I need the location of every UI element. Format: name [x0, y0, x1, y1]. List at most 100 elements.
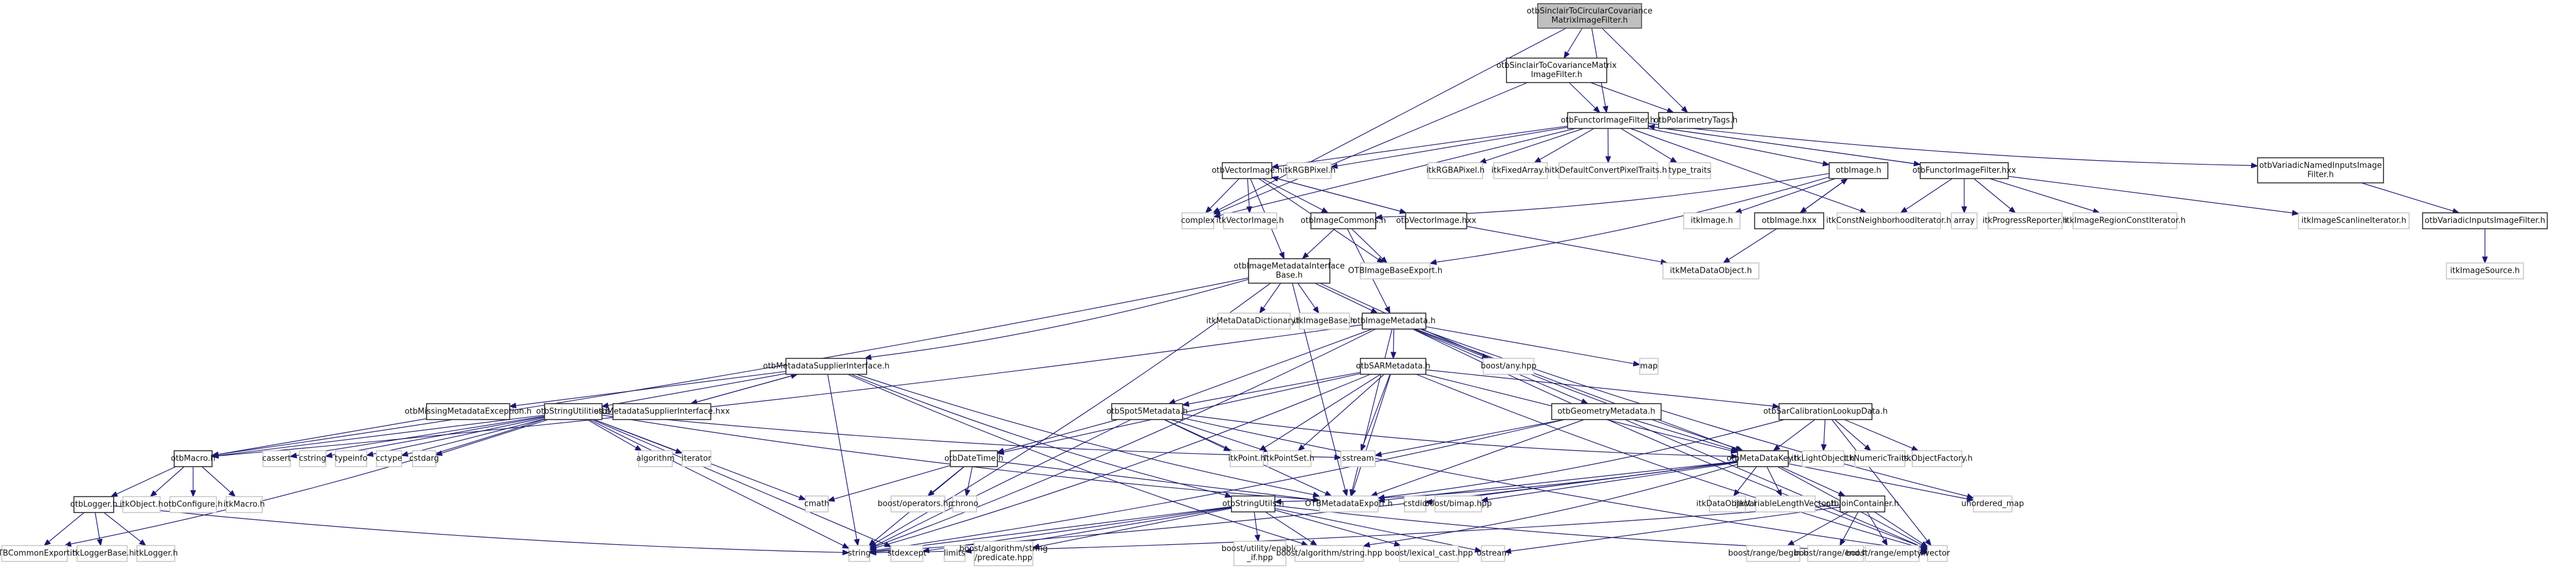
arrowhead-icon [1863, 444, 1872, 451]
node-box [1434, 495, 1482, 513]
arrowhead-icon [1563, 51, 1570, 59]
node-label: limits [944, 549, 966, 558]
arrowhead-icon [1374, 451, 1382, 457]
arrowhead-icon [601, 402, 609, 409]
edge-line [1315, 283, 1373, 311]
node-label: boost/any.hpp [1481, 362, 1536, 371]
node-sarMetadata[interactable]: otbSARMetadata.h [1356, 358, 1431, 375]
node-joinContainer[interactable]: otbJoinContainer.h [1826, 495, 1899, 513]
node-box [1746, 545, 1800, 562]
node-otbImageHxx[interactable]: otbImage.hxx [1754, 212, 1824, 229]
node-boostOps: boost/operators.hpp [878, 495, 958, 513]
edge-line [1393, 328, 1395, 353]
node-label: itkMetaDataObject.h [1670, 267, 1752, 276]
node-label: otbConfigure.h [164, 500, 223, 509]
arrowhead-icon [1911, 445, 1919, 451]
node-sarCalib[interactable]: otbSarCalibrationLookupData.h [1763, 403, 1888, 420]
node-typeinfo: typeinfo [335, 450, 367, 467]
edge-line [607, 373, 787, 406]
node-mdSupplierHxx[interactable]: otbMetadataSupplierInterface.hxx [594, 403, 730, 420]
node-otbLogger[interactable]: otbLogger.h [70, 496, 117, 513]
node-string: string [848, 545, 871, 562]
node-dateTime[interactable]: otbDateTime.h [944, 450, 1004, 467]
edge-line [928, 506, 1232, 551]
node-vectorImage[interactable]: otbVectorImage.h [1212, 162, 1283, 179]
edge-otbImage-to-otbImageBaseExport [1429, 176, 1830, 265]
node-functorHxx[interactable]: otbFunctorImageFilter.hxx [1912, 162, 2016, 179]
node-label: otbLogger.h [70, 500, 117, 509]
node-imageCommons[interactable]: otbImageCommons.h [1301, 212, 1386, 229]
node-mdSupplier[interactable]: otbMetadataSupplierInterface.h [763, 358, 890, 375]
node-spot5[interactable]: otbSpot5Metadata.h [1106, 403, 1188, 420]
node-label: boost/range/end.hpp [1794, 549, 1877, 558]
node-label: itkObject.h [120, 500, 163, 509]
arrowhead-icon [868, 549, 876, 556]
node-label: algorithm [636, 454, 675, 464]
node-algorithm: algorithm [636, 450, 675, 467]
edge-functorFilter-to-complex [1213, 128, 1576, 218]
edge-imdInterface-to-otbMdExport [1292, 283, 1348, 497]
node-label: itkLogger.h [134, 549, 178, 558]
edge-line [1297, 283, 1316, 309]
node-label: cstring [299, 454, 326, 464]
arrowhead-icon [1632, 360, 1641, 367]
arrowhead-icon [1480, 497, 1489, 503]
edge-spot5-to-itkPointSet [1171, 419, 1269, 453]
arrowhead-icon [1374, 214, 1382, 220]
node-itkDefConv: itkDefaultConvertPixelTraits.h [1549, 162, 1667, 179]
node-vectorImageHxx[interactable]: otbVectorImage.hxx [1396, 212, 1477, 229]
node-label: otbJoinContainer.h [1826, 500, 1899, 509]
edges-layer [43, 28, 2488, 556]
edge-line [1302, 374, 1385, 447]
node-otbMdExport: OTBMetadataExport.h [1305, 495, 1393, 513]
edge-line [1487, 462, 1738, 500]
node-stringUtilities[interactable]: otbStringUtilities.h [536, 403, 611, 420]
edge-sarMetadata-to-sarCalib [1425, 369, 1780, 409]
edge-line [1485, 128, 1584, 161]
edge-line [48, 512, 85, 542]
node-polTags[interactable]: otbPolarimetryTags.h [1654, 112, 1738, 129]
node-varInputs[interactable]: otbVariadicInputsImageFilter.h [2422, 212, 2548, 229]
arrowhead-icon [1181, 401, 1190, 407]
node-itkDataObject: itkDataObject.h [1697, 495, 1759, 513]
node-label: itkImageRegionConstIterator.h [2064, 217, 2185, 226]
edge-line [1171, 419, 1262, 450]
node-itkObjectFactory: itkObjectFactory.h [1901, 450, 1973, 467]
edge-line [1590, 82, 1668, 111]
edge-line [1834, 419, 1866, 447]
node-otbMacro[interactable]: otbMacro.h [171, 450, 216, 467]
node-label: stdexcept [887, 549, 927, 558]
arrowhead-icon [1593, 106, 1601, 113]
node-geomMd[interactable]: otbGeometryMetadata.h [1551, 403, 1662, 420]
node-array: array [1951, 212, 1978, 229]
edge-imdInterface-to-otbMacro [211, 277, 1249, 457]
edge-functorFilter-to-itkFixedArray [1533, 128, 1594, 163]
edge-otbImageHxx-to-itkMetaDataObject [1722, 228, 1777, 264]
node-mdKey[interactable]: otbMetaDataKey.h [1727, 450, 1799, 467]
node-sinclairCov[interactable]: otbSinclairToCovarianceMatrixImageFilter… [1497, 57, 1617, 83]
node-label: MatrixImageFilter.h [1551, 16, 1627, 25]
node-label: itkPoint.h [1228, 454, 1266, 464]
edge-imageMetadata-to-otbMacro [211, 324, 1363, 459]
node-box [1294, 545, 1364, 562]
arrowhead-icon [827, 496, 835, 502]
node-label: itkLoggerBase.h [70, 549, 134, 558]
node-label: itkVariableLengthVector.h [1734, 500, 1836, 509]
node-functorFilter[interactable]: otbFunctorImageFilter.h [1561, 112, 1655, 129]
node-root[interactable]: otbSinclairToCircularCovarianceMatrixIma… [1527, 3, 1653, 29]
node-label: otbMetadataSupplierInterface.hxx [594, 407, 730, 416]
node-missingMd[interactable]: otbMissingMetadataException.h [405, 403, 532, 420]
arrowhead-icon [1602, 105, 1609, 114]
node-otbImage[interactable]: otbImage.h [1829, 162, 1888, 179]
node-label: cctype [376, 454, 402, 464]
node-imageMetadata[interactable]: otbImageMetadata.h [1352, 313, 1436, 330]
arrowhead-icon [964, 489, 971, 497]
edge-line [1253, 511, 1258, 536]
node-stringUtils[interactable]: otbStringUtils.h [1222, 495, 1284, 513]
edge-stringUtilities-to-cstring [325, 416, 545, 458]
node-label: boost/range/begin.hpp [1728, 549, 1819, 558]
arrowhead-icon [229, 490, 236, 497]
edge-line [372, 417, 545, 455]
